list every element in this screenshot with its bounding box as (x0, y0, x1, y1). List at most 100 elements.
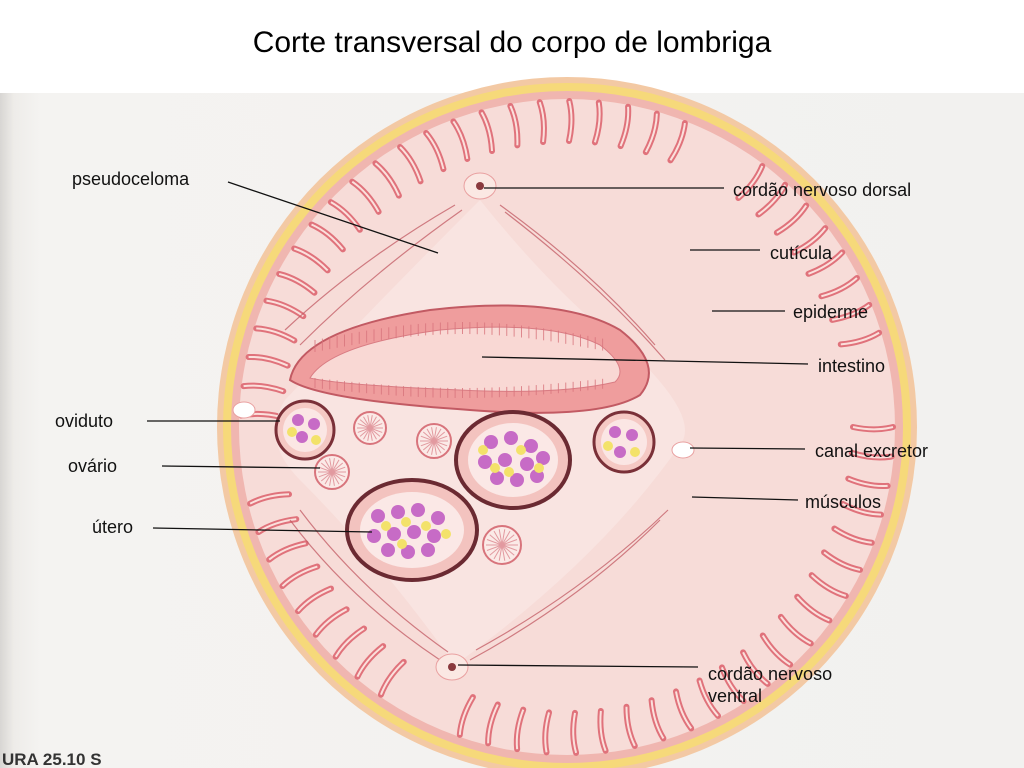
ovary-ray (331, 459, 340, 473)
muscle-cell-highlight (278, 272, 316, 294)
ovary-ray (329, 471, 333, 486)
muscle-cell-highlight (780, 616, 812, 645)
muscle-cell-highlight (823, 551, 861, 571)
muscle-cell-highlight (568, 100, 573, 142)
ovary-ray (433, 440, 448, 447)
yolk-granule (504, 467, 514, 477)
muscle-cell-highlight (509, 105, 519, 146)
ovary-ray (369, 423, 383, 429)
ovary-ray (501, 534, 515, 546)
yolk-granule (534, 463, 544, 473)
ovary-ray (359, 427, 371, 437)
ovary-ray (422, 440, 435, 451)
label-ventral-nerve-line1: cordão nervoso (708, 664, 832, 684)
egg (381, 543, 395, 557)
muscle-cell-highlight (737, 165, 764, 199)
ovary-ray (324, 459, 333, 473)
ovary-ray (318, 466, 333, 473)
muscle-cell-highlight (619, 106, 630, 147)
muscle-cell-highlight (458, 696, 474, 735)
egg (421, 543, 435, 557)
ovary-ray (433, 428, 442, 442)
egg (387, 527, 401, 541)
egg (371, 509, 385, 523)
muscle-cell-highlight (832, 304, 870, 321)
egg (407, 525, 421, 539)
muscle-cell-highlight (380, 661, 405, 696)
ovary-ray (489, 544, 503, 556)
muscle-cell-highlight (425, 132, 445, 170)
yolk-granule (421, 521, 431, 531)
muscle-cell-highlight (841, 503, 882, 516)
ovary-ray (501, 544, 511, 560)
label-ventral-nerve-line2: ventral (708, 686, 762, 706)
yolk-granule (397, 539, 407, 549)
label-dorsal-nerve-cord: cordão nervoso dorsal (733, 180, 911, 200)
egg (520, 457, 534, 471)
muscle-cell-highlight (757, 184, 787, 216)
egg (490, 471, 504, 485)
ovary-ray (357, 423, 371, 429)
muscle-cell-highlight (268, 542, 306, 561)
ovary-ray (486, 544, 503, 551)
muscle-cell-highlight (821, 277, 858, 298)
yolk-granule (478, 445, 488, 455)
ovary-ray (320, 462, 333, 473)
muscle-cell-highlight (720, 667, 745, 702)
muscle-cell-highlight (650, 700, 665, 739)
muscle-cell-highlight (675, 691, 693, 730)
muscle-cell-highlight (847, 477, 888, 488)
ovary-ray (369, 427, 383, 433)
label-intestine: intestino (818, 356, 885, 376)
ovary-ray (501, 544, 506, 561)
muscle-cell-highlight (851, 451, 892, 459)
ovary-ray (431, 427, 435, 442)
ovary-ray (501, 530, 511, 546)
muscle-cell-highlight (281, 565, 318, 587)
ovary-ray (363, 416, 371, 429)
muscle-cell-highlight (742, 651, 769, 685)
ovary-ray (318, 471, 333, 478)
muscle-cell-highlight (833, 527, 872, 544)
ovary-ray (320, 471, 333, 482)
yolk-granule (441, 529, 451, 539)
ovary-ray (431, 440, 435, 455)
figure-caption-fragment: URA 25.10 S (2, 750, 102, 768)
muscle-cell-highlight (669, 122, 686, 161)
muscle-cell-highlight (599, 710, 607, 752)
ovary-ray (363, 427, 371, 440)
ovary-ray (426, 428, 435, 442)
ovary-ray (422, 431, 435, 442)
ovary-ray (331, 471, 340, 485)
egg (427, 529, 441, 543)
muscle-cell-highlight (351, 180, 380, 213)
muscle-cell-highlight (538, 101, 545, 143)
muscle-cell-highlight (515, 709, 525, 750)
label-muscles: músculos (805, 492, 881, 512)
muscle-cell-highlight (266, 299, 304, 317)
ovary-ray (433, 440, 442, 454)
muscle-cell-highlight (644, 113, 658, 153)
egg (367, 529, 381, 543)
egg (536, 451, 550, 465)
muscle-cell-highlight (248, 355, 289, 367)
ovary-ray (433, 431, 446, 442)
ovary-ray (433, 427, 437, 442)
muscle-cell-highlight (776, 204, 808, 234)
egg (391, 505, 405, 519)
muscle-cell-highlight (297, 587, 332, 612)
muscle-fibers (284, 204, 669, 661)
label-oviduct: oviduto (55, 411, 113, 431)
muscle-cell-highlight (330, 201, 361, 231)
muscle-cell-highlight (356, 645, 384, 678)
yolk-granule (381, 521, 391, 531)
muscle-cell-highlight (256, 327, 295, 342)
excretory-canal-left (232, 401, 256, 419)
ovary-ray (498, 529, 503, 546)
muscle-cell-highlight (243, 384, 284, 393)
muscle-cell-highlight (840, 331, 880, 346)
ovary-ray (433, 435, 448, 442)
ovary-ray (420, 440, 435, 447)
muscle-cell-highlight (852, 426, 894, 431)
ovary-ray (331, 462, 344, 473)
